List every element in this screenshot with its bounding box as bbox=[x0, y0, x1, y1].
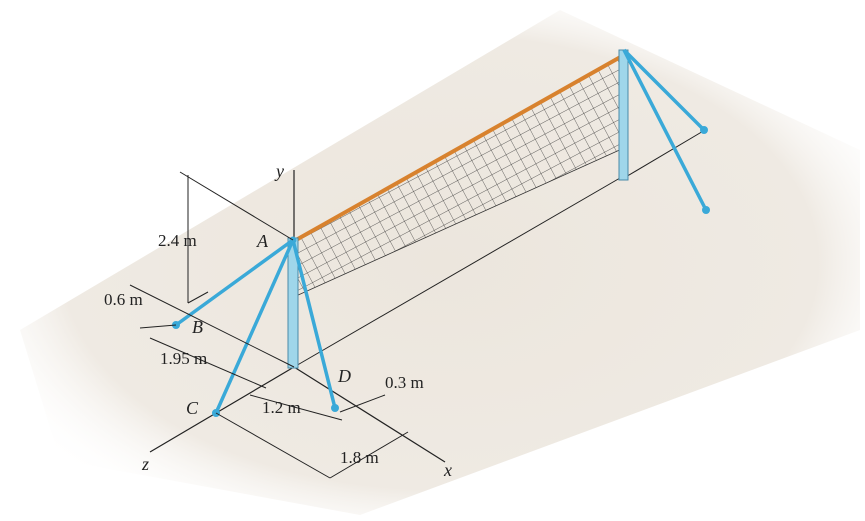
x-axis-line bbox=[293, 366, 446, 463]
ground-guide-line bbox=[293, 177, 621, 368]
dim-label-b-offset: 0.6 m bbox=[104, 290, 143, 309]
dim-label-cd-span: 1.2 m bbox=[262, 398, 301, 417]
far-cable-2 bbox=[622, 49, 708, 211]
cable-AC bbox=[214, 239, 295, 414]
point-label-B: B bbox=[192, 317, 203, 337]
point-label-A: A bbox=[256, 231, 269, 251]
dim-c-depth-ext bbox=[215, 412, 331, 479]
net-top-band bbox=[295, 53, 625, 242]
axis-label-x: x bbox=[443, 460, 452, 480]
z-axis-line bbox=[149, 366, 295, 453]
anchor-far-2 bbox=[702, 206, 710, 214]
dim-d-offset-line bbox=[339, 394, 386, 413]
point-label-C: C bbox=[186, 398, 199, 418]
dim-label-b-dist: 1.95 m bbox=[160, 349, 207, 368]
far-cable-1 bbox=[622, 48, 706, 132]
anchor-far-1 bbox=[700, 126, 708, 134]
dim-height-ext-top bbox=[179, 171, 294, 241]
dim-c-depth-line bbox=[329, 431, 409, 479]
dim-label-d-offset: 0.3 m bbox=[385, 373, 424, 392]
dim-b-baseline bbox=[129, 284, 295, 368]
far-post bbox=[618, 49, 629, 181]
dim-cd-line bbox=[249, 394, 343, 421]
ground-plane bbox=[20, 10, 860, 515]
cable-AD bbox=[291, 239, 337, 409]
dim-b-offset-line bbox=[139, 324, 177, 329]
dim-label-height: 2.4 m bbox=[158, 231, 197, 250]
cable-AB bbox=[174, 238, 295, 327]
dim-b-dist-line bbox=[149, 337, 267, 389]
axis-label-y: y bbox=[274, 161, 284, 181]
point-label-D: D bbox=[337, 366, 351, 386]
dim-height-ext-bottom bbox=[187, 291, 209, 304]
axis-label-z: z bbox=[141, 454, 149, 474]
dim-label-c-depth: 1.8 m bbox=[340, 448, 379, 467]
anchor-D bbox=[331, 404, 339, 412]
far-guide-line bbox=[623, 129, 706, 179]
